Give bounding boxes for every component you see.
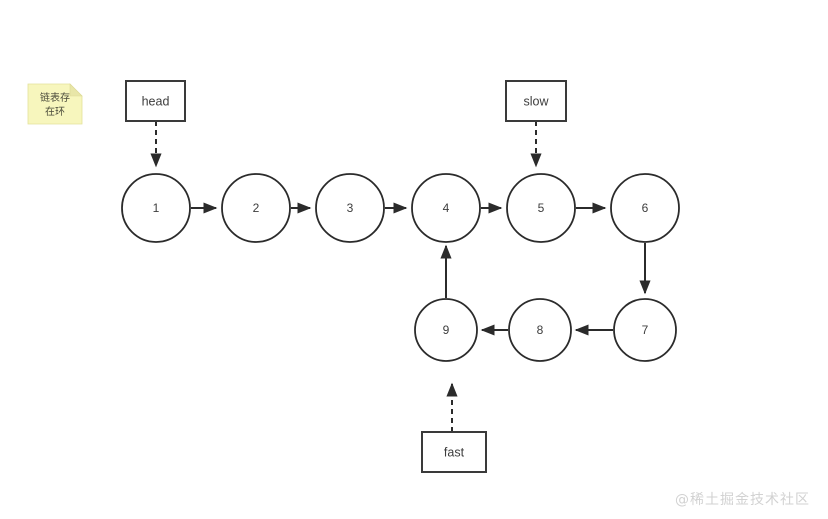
node-circle-6 (610, 173, 680, 243)
node-label-4: 4 (443, 201, 450, 215)
list-node-1[interactable]: 1 (121, 173, 191, 243)
list-node-9[interactable]: 9 (414, 298, 478, 362)
pointer-box-fast[interactable]: fast (421, 431, 487, 473)
nodes-layer: 1 2 3 4 5 6 7 8 9 (121, 173, 680, 362)
list-node-7[interactable]: 7 (613, 298, 677, 362)
node-circle-1 (121, 173, 191, 243)
sticky-note-text-line1: 链表存 (40, 91, 70, 104)
node-label-6: 6 (642, 201, 649, 215)
node-label-3: 3 (347, 201, 354, 215)
list-node-6[interactable]: 6 (610, 173, 680, 243)
list-node-8[interactable]: 8 (508, 298, 572, 362)
node-label-8: 8 (537, 323, 544, 337)
node-circle-9 (414, 298, 478, 362)
pointer-box-head[interactable]: head (125, 80, 186, 122)
node-circle-7 (613, 298, 677, 362)
list-node-3[interactable]: 3 (315, 173, 385, 243)
node-label-1: 1 (153, 201, 160, 215)
pointer-box-slow[interactable]: slow (505, 80, 567, 122)
node-circle-4 (411, 173, 481, 243)
node-circle-2 (221, 173, 291, 243)
pointer-boxes-layer: head slow fast (125, 80, 567, 473)
edges-layer (150, 121, 651, 432)
list-node-4[interactable]: 4 (411, 173, 481, 243)
sticky-note-fold-icon (69, 83, 83, 97)
pointer-box-rect-slow (505, 80, 567, 122)
pointer-box-label-head: head (142, 94, 170, 108)
node-circle-8 (508, 298, 572, 362)
pointer-box-rect-fast (421, 431, 487, 473)
node-label-9: 9 (443, 323, 450, 337)
node-label-2: 2 (253, 201, 260, 215)
pointer-box-rect-head (125, 80, 186, 122)
pointer-box-label-slow: slow (523, 94, 549, 108)
pointer-box-label-fast: fast (444, 445, 465, 459)
node-label-5: 5 (538, 201, 545, 215)
watermark: @稀土掘金技术社区 (675, 492, 810, 508)
list-node-2[interactable]: 2 (221, 173, 291, 243)
list-node-5[interactable]: 5 (506, 173, 576, 243)
node-circle-3 (315, 173, 385, 243)
node-label-7: 7 (642, 323, 649, 337)
sticky-note-body (27, 83, 83, 125)
sticky-note-text-line2: 在环 (45, 106, 65, 118)
node-circle-5 (506, 173, 576, 243)
